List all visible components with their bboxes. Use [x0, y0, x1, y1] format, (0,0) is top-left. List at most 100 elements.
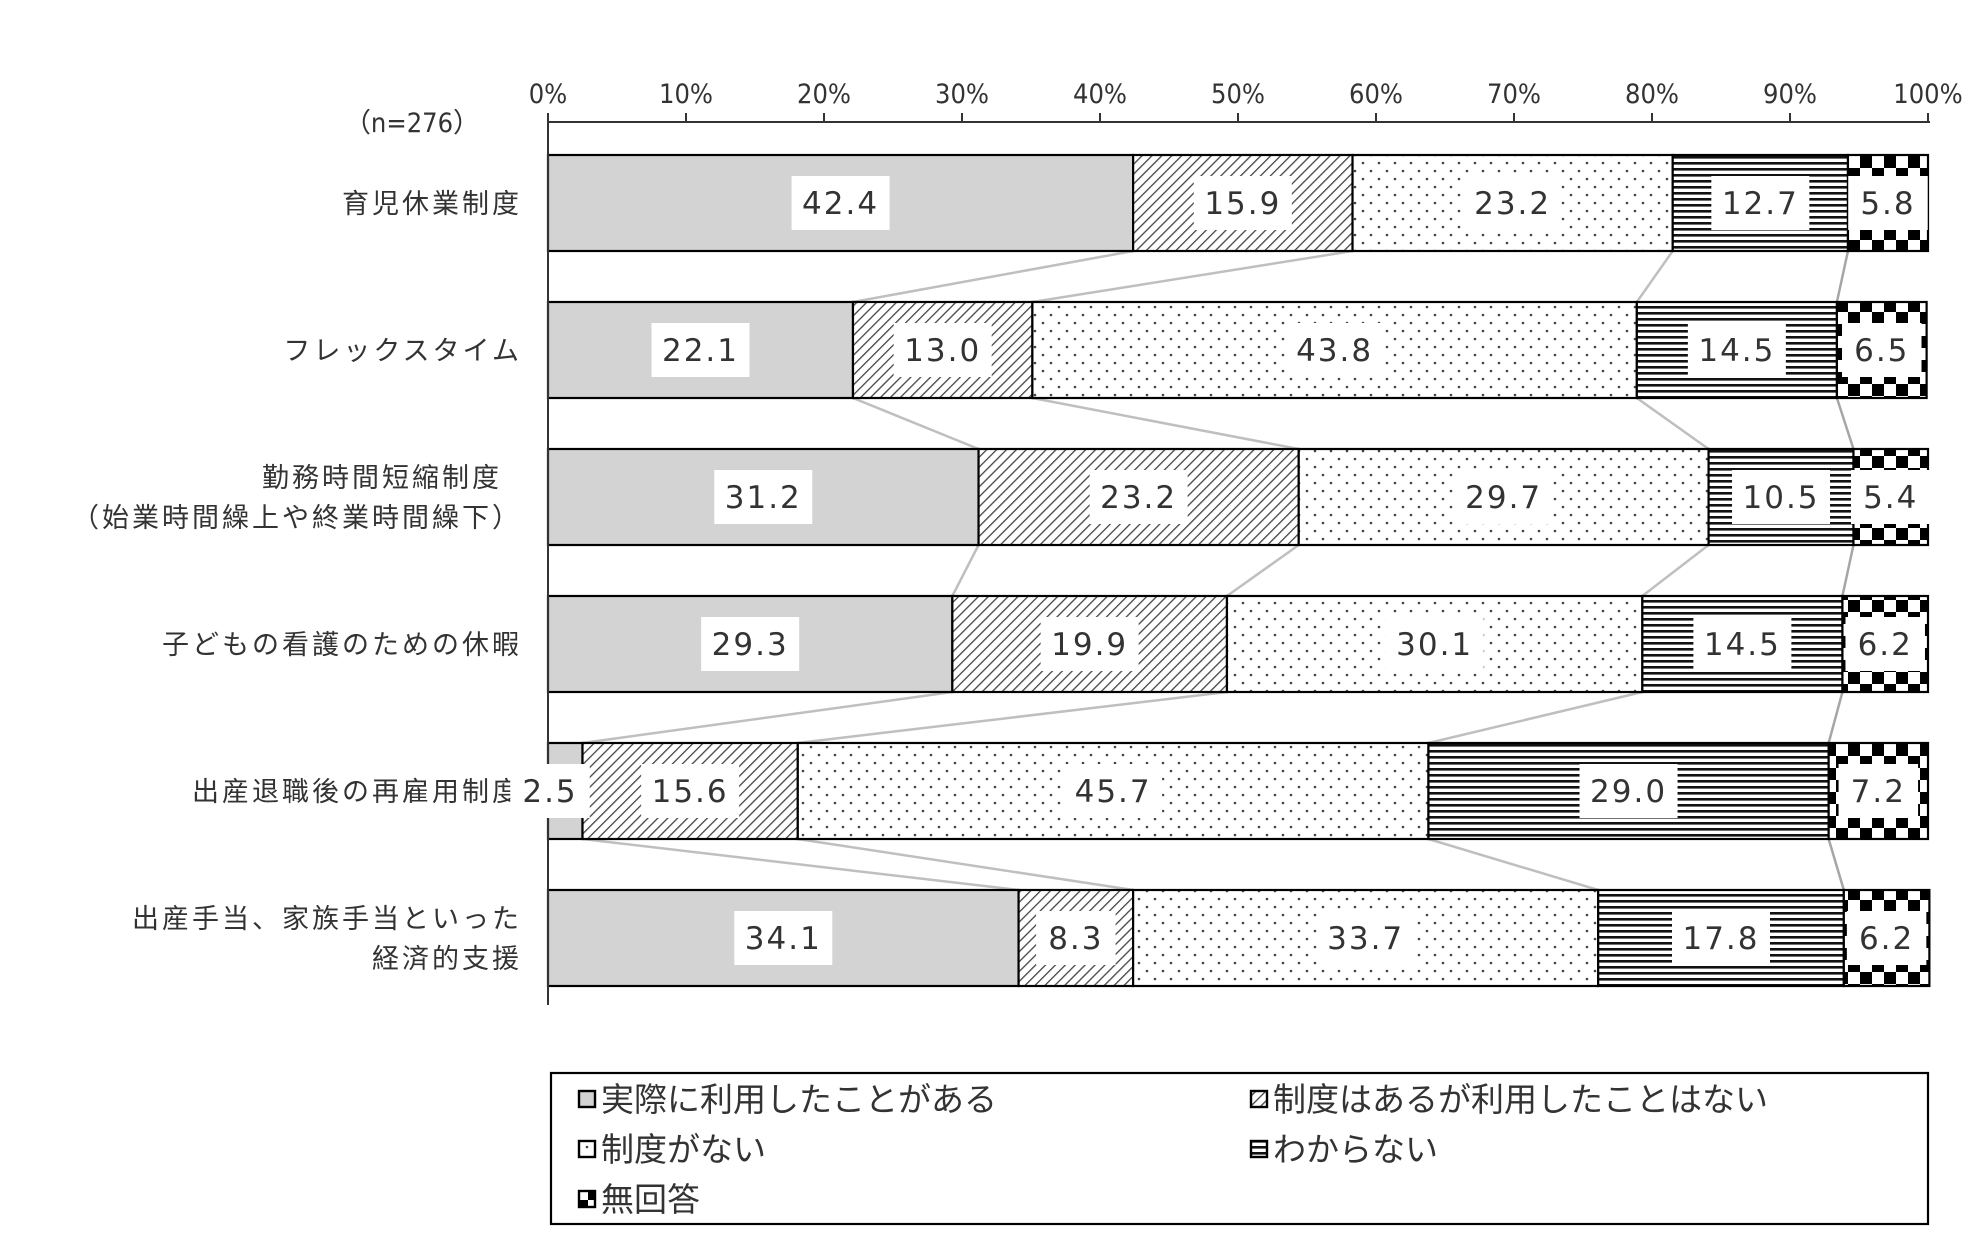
- value-label: 43.8: [1296, 333, 1373, 369]
- value-label-box: [1193, 176, 1292, 230]
- value-label-box: [893, 323, 992, 377]
- value-label: 19.9: [1051, 627, 1128, 663]
- connector-line: [852, 396, 980, 451]
- connector-line: [852, 249, 1134, 304]
- category-label: 出産手当、家族手当といった: [132, 904, 522, 935]
- value-label-box: [1040, 617, 1139, 671]
- connector-line: [582, 837, 1019, 892]
- connector-line: [797, 690, 1228, 745]
- category-label: 育児休業制度: [342, 189, 522, 220]
- value-label-box: [734, 911, 833, 965]
- value-label: 5.8: [1860, 186, 1915, 222]
- value-label-box: [791, 176, 890, 230]
- connector-line: [1032, 396, 1299, 451]
- value-label: 23.2: [1474, 186, 1551, 222]
- value-label: 7.2: [1851, 774, 1906, 810]
- value-label: 45.7: [1075, 774, 1152, 810]
- x-tick-label: 30%: [935, 79, 989, 110]
- x-tick-label: 20%: [797, 79, 851, 110]
- value-label-box: [641, 764, 740, 818]
- legend-swatch: [577, 1139, 597, 1159]
- value-label-box: [1693, 617, 1792, 671]
- connector-line: [582, 690, 953, 745]
- connector-line: [797, 837, 1134, 892]
- value-label-box: [1089, 470, 1188, 524]
- value-label: 13.0: [904, 333, 981, 369]
- value-label-box: [1848, 176, 1928, 230]
- connector-line: [1641, 544, 1710, 597]
- x-tick-label: 70%: [1487, 79, 1541, 110]
- value-label: 23.2: [1100, 480, 1177, 516]
- value-label: 30.1: [1396, 627, 1473, 663]
- sample-size-note: （n=276）: [344, 108, 480, 139]
- value-label: 33.7: [1327, 921, 1404, 957]
- connector-line: [951, 544, 980, 597]
- category-label: 経済的支援: [372, 944, 522, 975]
- legend-label: わからない: [1273, 1130, 1438, 1169]
- connector-lines: [582, 249, 1855, 892]
- legend-label: 無回答: [601, 1180, 700, 1219]
- value-label-box: [1385, 617, 1484, 671]
- connector-line: [1835, 397, 1855, 450]
- value-label-box: [1064, 764, 1163, 818]
- legend: 実際に利用したことがある制度はあるが利用したことはない制度がないわからない無回答: [549, 1071, 1930, 1226]
- value-label-box: [1838, 764, 1919, 818]
- connector-line: [1428, 837, 1599, 892]
- value-label: 5.4: [1863, 480, 1918, 516]
- value-label-box: [1845, 617, 1925, 671]
- value-label-box: [1036, 911, 1116, 965]
- value-label: 29.7: [1465, 480, 1542, 516]
- x-tick-label: 60%: [1349, 79, 1403, 110]
- value-label: 10.5: [1743, 480, 1820, 516]
- x-tick-label: 10%: [659, 79, 713, 110]
- legend-label: 制度はあるが利用したことはない: [1273, 1080, 1768, 1119]
- value-label: 6.2: [1858, 627, 1913, 663]
- legend-swatch: [577, 1189, 597, 1209]
- value-label: 12.7: [1722, 186, 1799, 222]
- value-label: 17.8: [1682, 921, 1759, 957]
- value-label: 15.6: [652, 774, 729, 810]
- connector-line: [1841, 544, 1855, 597]
- value-label-box: [1846, 911, 1927, 965]
- value-label-box: [1732, 470, 1831, 524]
- value-label: 6.5: [1854, 333, 1909, 369]
- connector-line: [1827, 691, 1844, 744]
- value-label-box: [651, 323, 750, 377]
- value-label-box: [510, 764, 590, 818]
- connector-line: [1032, 249, 1353, 304]
- connector-line: [1226, 543, 1300, 598]
- legend-swatch: [577, 1089, 597, 1109]
- x-tick-label: 40%: [1073, 79, 1127, 110]
- connector-line: [1428, 690, 1643, 745]
- category-label: 勤務時間短縮制度: [262, 463, 502, 494]
- x-tick-label: 90%: [1763, 79, 1817, 110]
- value-label-box: [1842, 323, 1922, 377]
- category-label: フレックスタイム: [283, 336, 522, 367]
- value-label: 14.5: [1704, 627, 1781, 663]
- value-label: 6.2: [1859, 921, 1914, 957]
- value-label-box: [1850, 470, 1931, 524]
- x-tick-label: 50%: [1211, 79, 1265, 110]
- x-tick-label: 80%: [1625, 79, 1679, 110]
- value-label-box: [1316, 911, 1415, 965]
- legend-swatch: [1249, 1089, 1269, 1109]
- connector-line: [1835, 250, 1850, 303]
- value-label-box: [1454, 470, 1553, 524]
- legend-swatch: [1249, 1139, 1269, 1159]
- legend-box: [549, 1071, 1930, 1226]
- connector-line: [1635, 250, 1674, 303]
- value-label-box: [1687, 323, 1786, 377]
- category-label: 出産退職後の再雇用制度: [192, 777, 522, 808]
- value-label: 29.3: [712, 627, 789, 663]
- value-label: 8.3: [1048, 921, 1103, 957]
- legend-label: 実際に利用したことがある: [601, 1080, 997, 1119]
- value-label: 22.1: [662, 333, 739, 369]
- value-label-box: [714, 470, 813, 524]
- category-label: 子どもの看護のための休暇: [162, 630, 522, 661]
- connector-line: [1636, 396, 1710, 451]
- category-label: （始業時間繰上や終業時間繰下）: [72, 503, 522, 534]
- bar-segment: [1597, 888, 1845, 988]
- value-label: 42.4: [802, 186, 879, 222]
